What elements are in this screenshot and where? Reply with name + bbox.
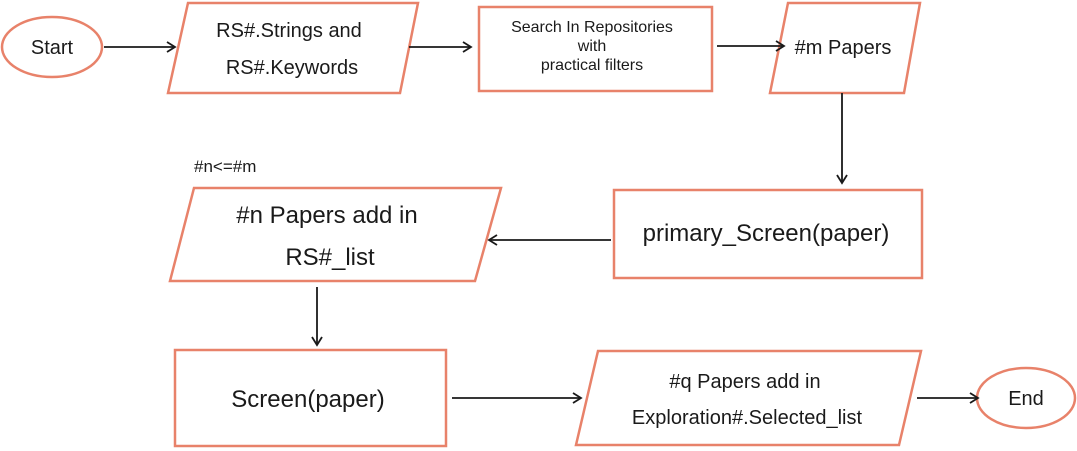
screen-process [173,348,448,448]
m-papers-label: #m Papers [795,37,892,59]
arrowhead-primary [836,174,848,185]
n-papers-io [168,186,503,283]
arrowhead-strings [166,41,177,53]
arrowhead-search [462,41,473,53]
search-label-line3: practical filters [541,57,643,74]
q-papers-label-line1: #q Papers add in [669,371,820,393]
end-label: End [1008,388,1044,410]
primary-screen-process [612,188,924,280]
search-process [477,5,714,93]
strings-label-line1: RS#.Strings and [216,20,362,42]
start-terminal [0,15,104,79]
n-papers-label-line2: RS#_list [285,244,375,271]
arrowhead-npapers [487,234,498,246]
condition-annotation: #n<=#m [194,157,256,176]
arrowhead-screen [311,336,323,347]
search-label-line2: with [577,38,606,55]
screen-label: Screen(paper) [231,386,384,413]
n-papers-label-line1: #n Papers add in [236,202,417,229]
strings-label-line2: RS#.Keywords [226,57,358,79]
primary-screen-label: primary_Screen(paper) [643,220,890,247]
start-label: Start [31,37,74,59]
strings-keywords-io [166,1,420,95]
q-papers-io [574,349,923,447]
arrowhead-mpapers [775,40,786,52]
m-papers-io [768,1,922,95]
arrowhead-end [969,392,980,404]
search-label-line1: Search In Repositories [511,19,673,36]
arrowhead-qpapers [572,392,583,404]
q-papers-label-line2: Exploration#.Selected_list [632,407,863,429]
